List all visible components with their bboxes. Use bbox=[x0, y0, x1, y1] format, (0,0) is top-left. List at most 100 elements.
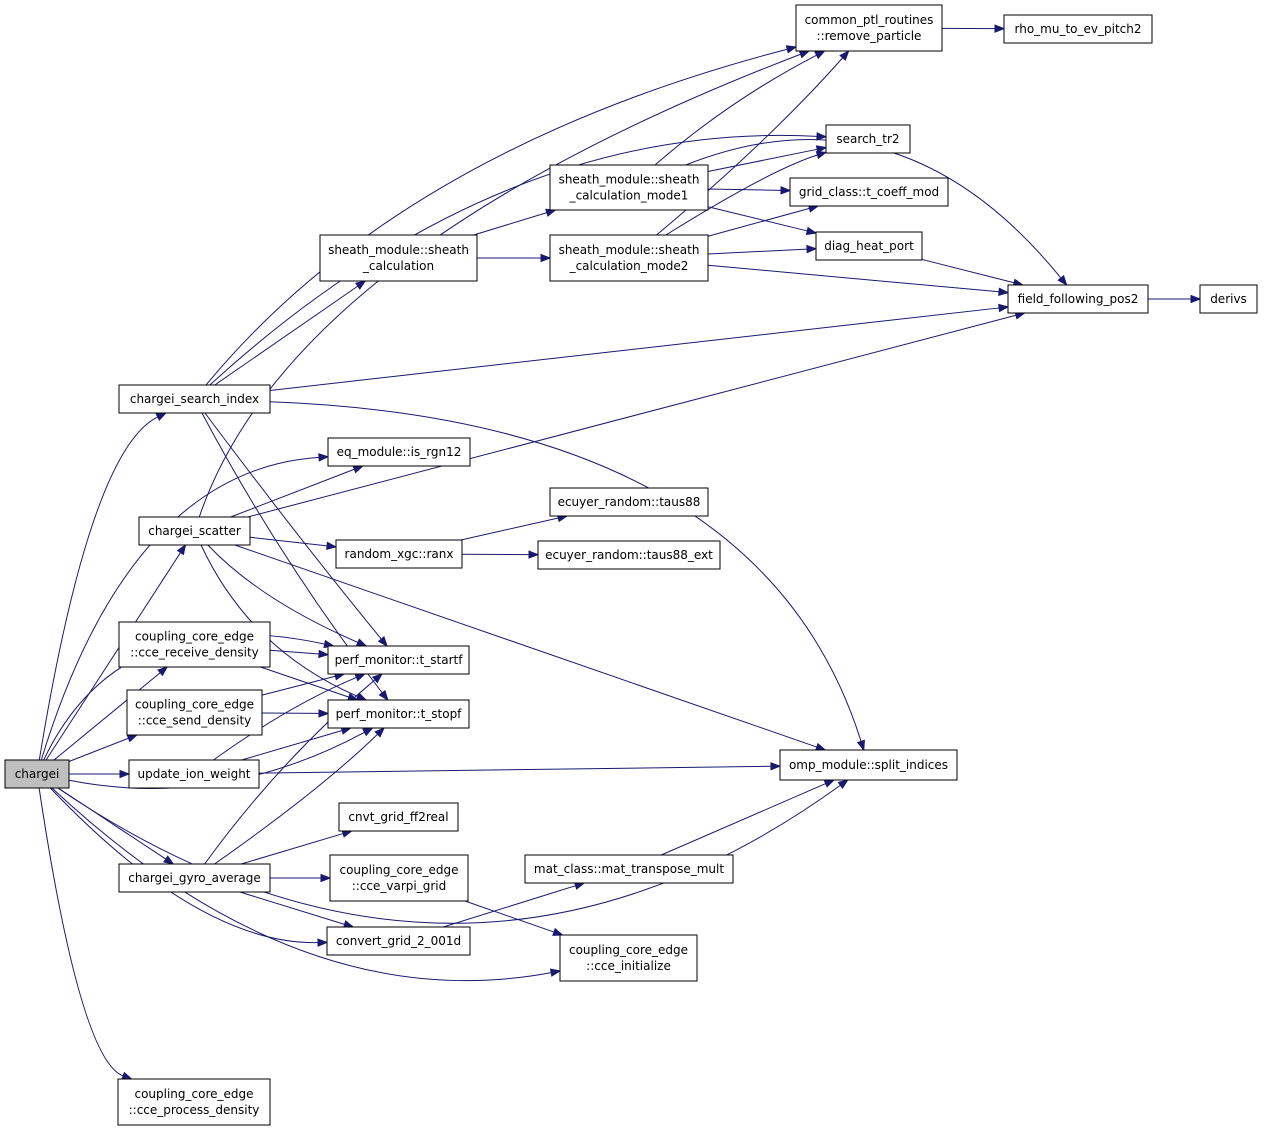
edge-sheath-calculation-mode1-to-search-tr2 bbox=[707, 145, 828, 172]
arrowhead-icon bbox=[371, 673, 383, 684]
node-box bbox=[789, 177, 949, 207]
node-chargei[interactable]: chargei bbox=[4, 759, 70, 789]
node-box bbox=[117, 1078, 271, 1126]
node-chargei-gyro-average[interactable]: chargei_gyro_average bbox=[118, 863, 271, 893]
node-box bbox=[1007, 284, 1149, 314]
edge-line bbox=[51, 787, 552, 982]
arrowhead-icon bbox=[815, 145, 828, 154]
node-sheath-calculation-mode1[interactable]: sheath_module::sheath_calculation_mode1 bbox=[549, 164, 709, 211]
arrowhead-icon bbox=[552, 927, 564, 936]
edge-sheath-calculation-mode2-to-remove-particle bbox=[656, 49, 850, 236]
node-label: field_following_pos2 bbox=[1018, 292, 1139, 306]
node-derivs[interactable]: derivs bbox=[1199, 284, 1258, 314]
node-label: cnvt_grid_ff2real bbox=[348, 810, 448, 824]
node-cnvt-grid-ff2real[interactable]: cnvt_grid_ff2real bbox=[338, 802, 459, 832]
node-cce-send-density[interactable]: coupling_core_edge::cce_send_density bbox=[126, 689, 263, 736]
node-label: ::remove_particle bbox=[817, 29, 922, 43]
node-t-stopf[interactable]: perf_monitor::t_stopf bbox=[327, 699, 470, 729]
node-taus88-ext[interactable]: ecuyer_random::taus88_ext bbox=[537, 540, 721, 570]
arrowhead-icon bbox=[785, 45, 798, 54]
edge-sheath-calculation-mode2-to-search-tr2 bbox=[665, 151, 828, 236]
arrowhead-icon bbox=[814, 742, 827, 751]
node-label: coupling_core_edge bbox=[135, 698, 254, 712]
node-chargei-scatter[interactable]: chargei_scatter bbox=[138, 516, 251, 546]
node-box bbox=[815, 231, 923, 261]
node-label: rho_mu_to_ev_pitch2 bbox=[1015, 22, 1142, 36]
node-t-coeff-mod[interactable]: grid_class::t_coeff_mod bbox=[789, 177, 949, 207]
node-box bbox=[319, 234, 478, 282]
arrowhead-icon bbox=[374, 727, 386, 738]
node-label: update_ion_weight bbox=[137, 767, 250, 781]
node-label: _calculation bbox=[362, 259, 434, 273]
edge-line bbox=[205, 48, 788, 386]
node-split-indices[interactable]: omp_module::split_indices bbox=[779, 749, 958, 781]
node-label: chargei_scatter bbox=[148, 524, 241, 538]
node-remove-particle[interactable]: common_ptl_routines::remove_particle bbox=[795, 4, 943, 52]
edge-chargei-to-split-indices bbox=[57, 779, 849, 924]
edge-chargei-scatter-to-split-indices bbox=[234, 544, 827, 751]
edge-line bbox=[654, 54, 817, 166]
edge-line bbox=[204, 412, 382, 640]
arrowhead-icon bbox=[816, 132, 828, 141]
edge-line bbox=[707, 248, 808, 255]
node-box bbox=[126, 689, 263, 736]
node-sheath-calculation[interactable]: sheath_module::sheath_calculation bbox=[319, 234, 478, 282]
arrowhead-icon bbox=[1190, 294, 1202, 304]
arrowhead-icon bbox=[317, 938, 329, 947]
arrowhead-icon bbox=[540, 253, 552, 263]
node-label: perf_monitor::t_stopf bbox=[336, 707, 463, 721]
edge-sheath-calculation-mode1-to-t-coeff-mod bbox=[707, 186, 792, 195]
node-box bbox=[1003, 14, 1153, 44]
node-mat-transpose-mult[interactable]: mat_class::mat_transpose_mult bbox=[524, 854, 734, 884]
arrowhead-icon bbox=[155, 412, 168, 421]
arrowhead-icon bbox=[998, 303, 1010, 313]
node-box bbox=[138, 516, 251, 546]
node-cce-process-density[interactable]: coupling_core_edge::cce_process_density bbox=[117, 1078, 271, 1126]
nodes-layer: chargei chargei_search_index chargei_scatt… bbox=[4, 4, 1258, 1126]
node-label: common_ptl_routines bbox=[805, 13, 934, 27]
node-ranx[interactable]: random_xgc::ranx bbox=[335, 539, 463, 569]
edge-line bbox=[230, 468, 355, 518]
arrowhead-icon bbox=[163, 855, 175, 865]
node-box bbox=[327, 437, 471, 467]
edge-line bbox=[269, 307, 1000, 391]
node-chargei-search-index[interactable]: chargei_search_index bbox=[118, 384, 271, 414]
node-sheath-calculation-mode2[interactable]: sheath_module::sheath_calculation_mode2 bbox=[549, 234, 709, 282]
node-box bbox=[118, 621, 271, 668]
edge-diag-heat-port-to-field-following-pos2 bbox=[921, 258, 1025, 287]
arrowhead-icon bbox=[837, 779, 849, 789]
edge-line bbox=[269, 649, 320, 655]
node-box bbox=[549, 234, 709, 282]
edge-line bbox=[45, 552, 181, 761]
node-label: diag_heat_port bbox=[824, 239, 914, 253]
edge-sheath-calculation-mode1-to-diag-heat-port bbox=[707, 206, 818, 235]
edge-line bbox=[241, 833, 344, 865]
arrowhead-icon bbox=[994, 24, 1006, 33]
edge-chargei-search-index-to-t-startf bbox=[204, 412, 388, 648]
node-taus88[interactable]: ecuyer_random::taus88 bbox=[549, 487, 709, 517]
node-t-startf[interactable]: perf_monitor::t_startf bbox=[327, 645, 470, 675]
arrowhead-icon bbox=[354, 673, 367, 682]
node-search-tr2[interactable]: search_tr2 bbox=[825, 124, 911, 154]
arrowhead-icon bbox=[318, 709, 330, 718]
node-cce-receive-density[interactable]: coupling_core_edge::cce_receive_density bbox=[118, 621, 271, 668]
node-rho-mu-to-ev-pitch2[interactable]: rho_mu_to_ev_pitch2 bbox=[1003, 14, 1153, 44]
arrowhead-icon bbox=[805, 226, 818, 235]
edge-line bbox=[241, 730, 343, 761]
node-box bbox=[825, 124, 911, 154]
node-field-following-pos2[interactable]: field_following_pos2 bbox=[1007, 284, 1149, 314]
node-is-rgn12[interactable]: eq_module::is_rgn12 bbox=[327, 437, 471, 467]
edge-line bbox=[38, 787, 124, 1077]
node-convert-grid-2-001d[interactable]: convert_grid_2_001d bbox=[326, 926, 471, 956]
node-box bbox=[779, 749, 958, 781]
arrowhead-icon bbox=[362, 727, 374, 737]
node-box bbox=[537, 540, 721, 570]
node-cce-varpi-grid[interactable]: coupling_core_edge::cce_varpi_grid bbox=[329, 854, 469, 902]
node-diag-heat-port[interactable]: diag_heat_port bbox=[815, 231, 923, 261]
node-cce-initialize[interactable]: coupling_core_edge::cce_initialize bbox=[559, 934, 698, 982]
arrowhead-icon bbox=[318, 649, 330, 659]
node-update-ion-weight[interactable]: update_ion_weight bbox=[128, 759, 260, 789]
node-box bbox=[327, 645, 470, 675]
edge-line bbox=[707, 207, 810, 237]
edge-line bbox=[214, 733, 378, 865]
